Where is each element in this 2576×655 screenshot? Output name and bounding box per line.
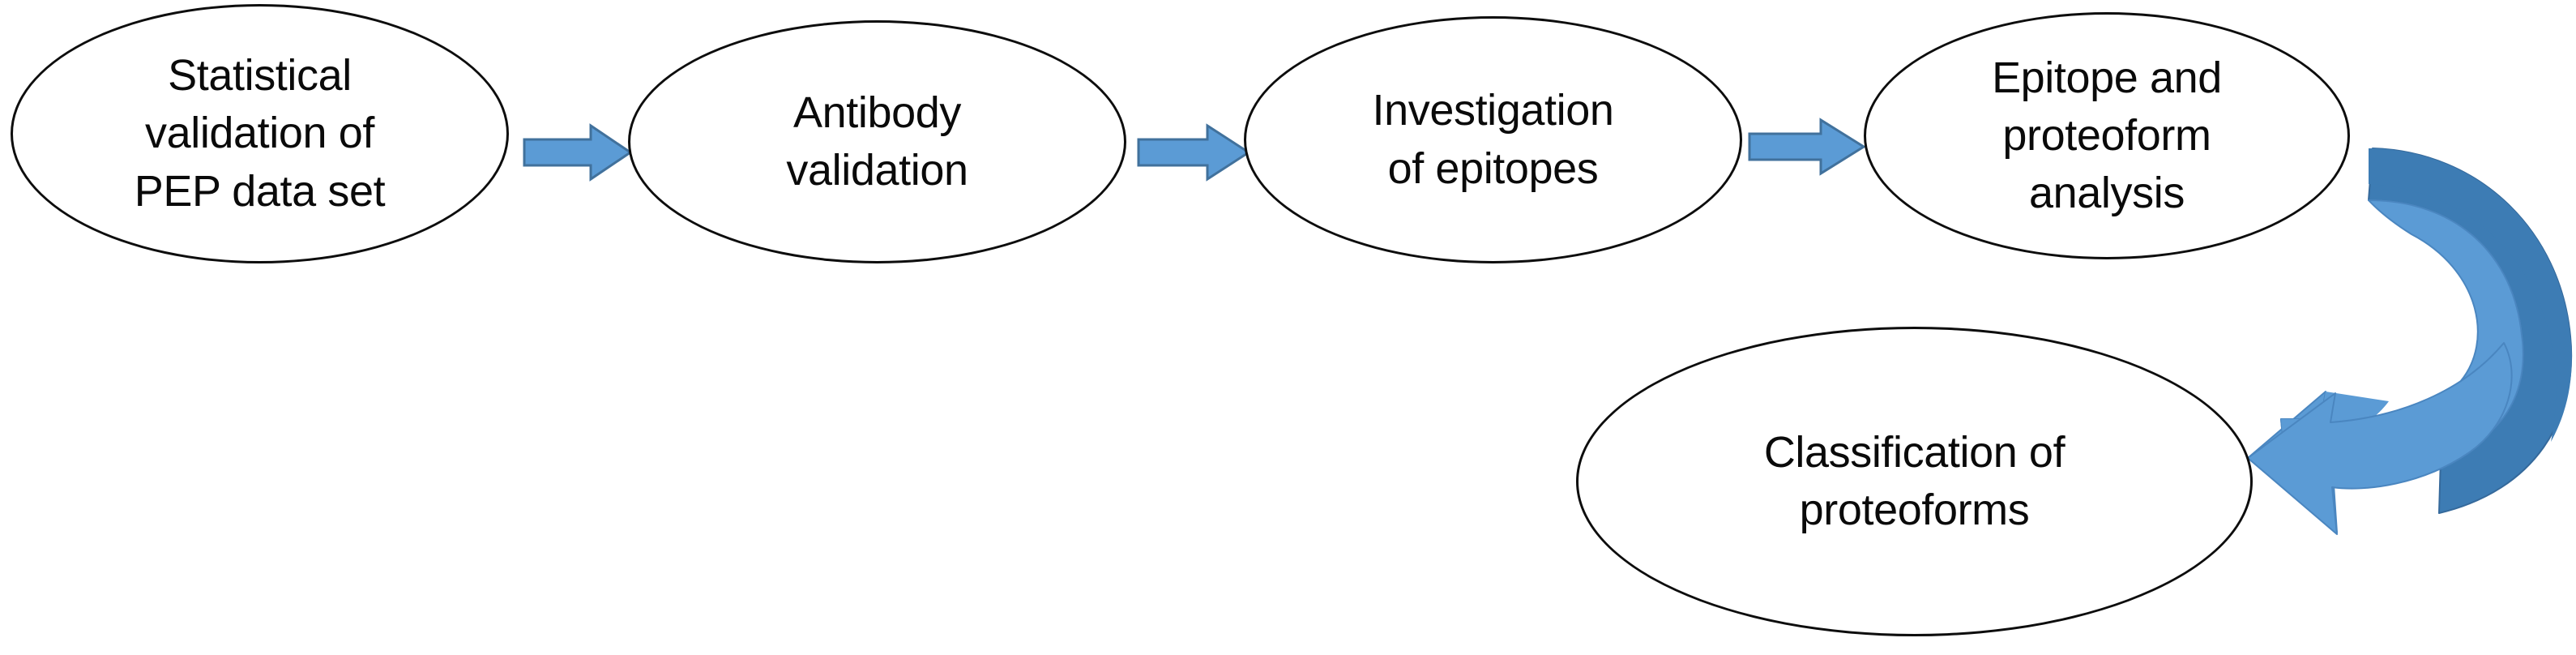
- arrow-right-icon-1: [523, 123, 633, 182]
- node-label: Antibody validation: [786, 88, 968, 195]
- node-label: Statistical validation of PEP data set: [134, 51, 386, 216]
- node-antibody-validation[interactable]: Antibody validation: [628, 20, 1126, 263]
- arrow-right-icon-3: [1748, 118, 1866, 176]
- node-investigation-of-epitopes[interactable]: Investigation of epitopes: [1244, 16, 1742, 263]
- node-label: Classification of proteoforms: [1763, 427, 2065, 534]
- node-epitope-proteoform-analysis[interactable]: Epitope and proteoform analysis: [1864, 12, 2350, 259]
- node-label: Investigation of epitopes: [1372, 86, 1614, 193]
- node-statistical-validation[interactable]: Statistical validation of PEP data set: [11, 4, 509, 263]
- node-label: Epitope and proteoform analysis: [1992, 53, 2222, 218]
- curved-arrow-left-icon: [2247, 148, 2573, 535]
- node-classification-of-proteoforms[interactable]: Classification of proteoforms: [1576, 327, 2253, 636]
- arrow-right-icon-2: [1137, 123, 1251, 182]
